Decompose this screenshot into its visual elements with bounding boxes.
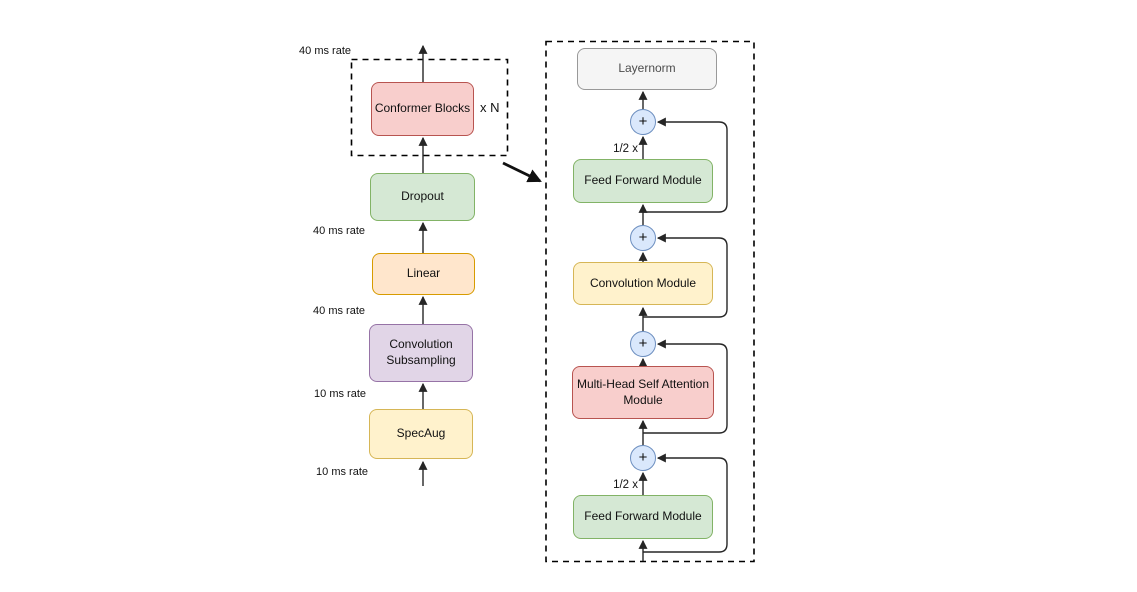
adder-circle-top: + bbox=[630, 109, 656, 135]
residual-skip-connections bbox=[643, 117, 728, 553]
layernorm-box: Layernorm bbox=[577, 48, 717, 90]
repeat-count-label: x N bbox=[480, 100, 500, 115]
skip-conv bbox=[643, 233, 728, 318]
skip-ffn-top bbox=[643, 117, 728, 213]
half-scale-label-bottom: 1/2 x bbox=[613, 479, 638, 491]
feed-forward-module-top-box: Feed Forward Module bbox=[573, 159, 713, 203]
adder-circle-bottom: + bbox=[630, 445, 656, 471]
multi-head-self-attention-box: Multi-Head Self Attention Module bbox=[572, 366, 714, 419]
adder-circle-conv: + bbox=[630, 225, 656, 251]
zoom-detail-arrow bbox=[502, 161, 542, 183]
skip-ffn-bottom bbox=[643, 453, 728, 553]
conformer-detail-dashed-frame bbox=[545, 40, 755, 563]
specaug-box: SpecAug bbox=[369, 409, 473, 459]
skip-mhsa bbox=[643, 339, 728, 434]
dropout-box: Dropout bbox=[370, 173, 475, 221]
rate-label-output: 40 ms rate bbox=[299, 45, 351, 57]
convolution-module-box: Convolution Module bbox=[573, 262, 713, 305]
rate-label-above-conv-subsampling: 40 ms rate bbox=[313, 305, 365, 317]
adder-circle-mhsa: + bbox=[630, 331, 656, 357]
linear-box: Linear bbox=[372, 253, 475, 295]
conformer-blocks-dashed-frame bbox=[350, 58, 509, 157]
feed-forward-module-bottom-box: Feed Forward Module bbox=[573, 495, 713, 539]
rate-label-input: 10 ms rate bbox=[316, 466, 368, 478]
convolution-subsampling-box: Convolution Subsampling bbox=[369, 324, 473, 382]
rate-label-above-specaug: 10 ms rate bbox=[314, 388, 366, 400]
rate-label-above-linear: 40 ms rate bbox=[313, 225, 365, 237]
conformer-blocks-box: Conformer Blocks bbox=[371, 82, 474, 136]
half-scale-label-top: 1/2 x bbox=[613, 143, 638, 155]
